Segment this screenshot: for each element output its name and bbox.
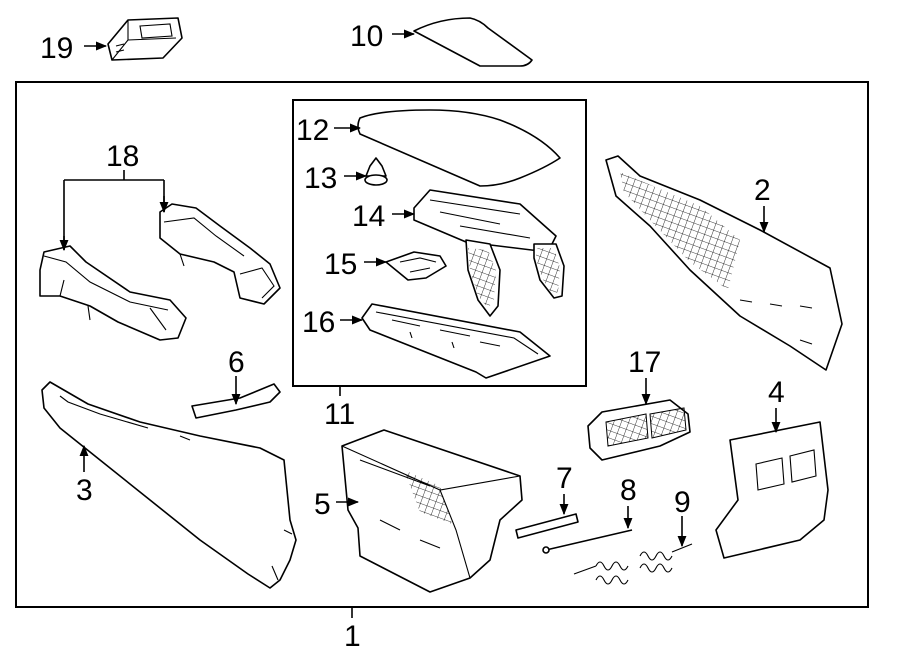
callout-19: 19 bbox=[40, 32, 73, 65]
callout-5: 5 bbox=[314, 488, 331, 521]
callout-2: 2 bbox=[754, 174, 771, 207]
part-5-console-box bbox=[341, 429, 523, 593]
part-13-clip bbox=[364, 157, 388, 186]
part-2-side-panel bbox=[605, 155, 843, 371]
callout-1: 1 bbox=[344, 620, 361, 653]
callout-4: 4 bbox=[768, 376, 785, 409]
part-17-rear-vent bbox=[587, 399, 691, 461]
callout-10: 10 bbox=[350, 20, 383, 53]
callout-11: 11 bbox=[324, 398, 355, 431]
callout-18: 18 bbox=[106, 140, 139, 173]
callout-3: 3 bbox=[76, 474, 93, 507]
callout-12: 12 bbox=[296, 114, 329, 147]
leader-lines bbox=[59, 29, 781, 618]
part-12-armrest-pad bbox=[357, 109, 561, 187]
part-7-rod bbox=[515, 513, 579, 539]
callout-9: 9 bbox=[674, 486, 691, 519]
part-14-lid-frame bbox=[413, 189, 565, 317]
callout-7: 7 bbox=[556, 462, 573, 495]
part-8-pin bbox=[542, 529, 633, 554]
subassembly-frame-11 bbox=[292, 99, 587, 387]
callout-14: 14 bbox=[352, 200, 385, 233]
callout-labels: 19 10 12 13 14 15 16 18 6 3 2 5 7 8 9 17… bbox=[40, 20, 785, 653]
callout-16: 16 bbox=[302, 306, 335, 339]
part-10-pad bbox=[413, 17, 533, 67]
assembly-frame bbox=[15, 81, 869, 608]
callout-13: 13 bbox=[304, 162, 337, 195]
callout-8: 8 bbox=[620, 474, 637, 507]
part-9-springs bbox=[573, 543, 693, 585]
part-3-side-panel bbox=[41, 381, 297, 589]
callout-6: 6 bbox=[228, 346, 245, 379]
callout-15: 15 bbox=[324, 248, 357, 281]
part-4-rear-panel bbox=[715, 421, 829, 559]
part-18-air-ducts bbox=[39, 203, 281, 341]
callout-17: 17 bbox=[628, 346, 661, 379]
part-16-tray bbox=[361, 303, 551, 379]
part-19-connector bbox=[107, 17, 183, 61]
part-15-bracket bbox=[385, 251, 447, 281]
leader-18 bbox=[63, 170, 165, 250]
